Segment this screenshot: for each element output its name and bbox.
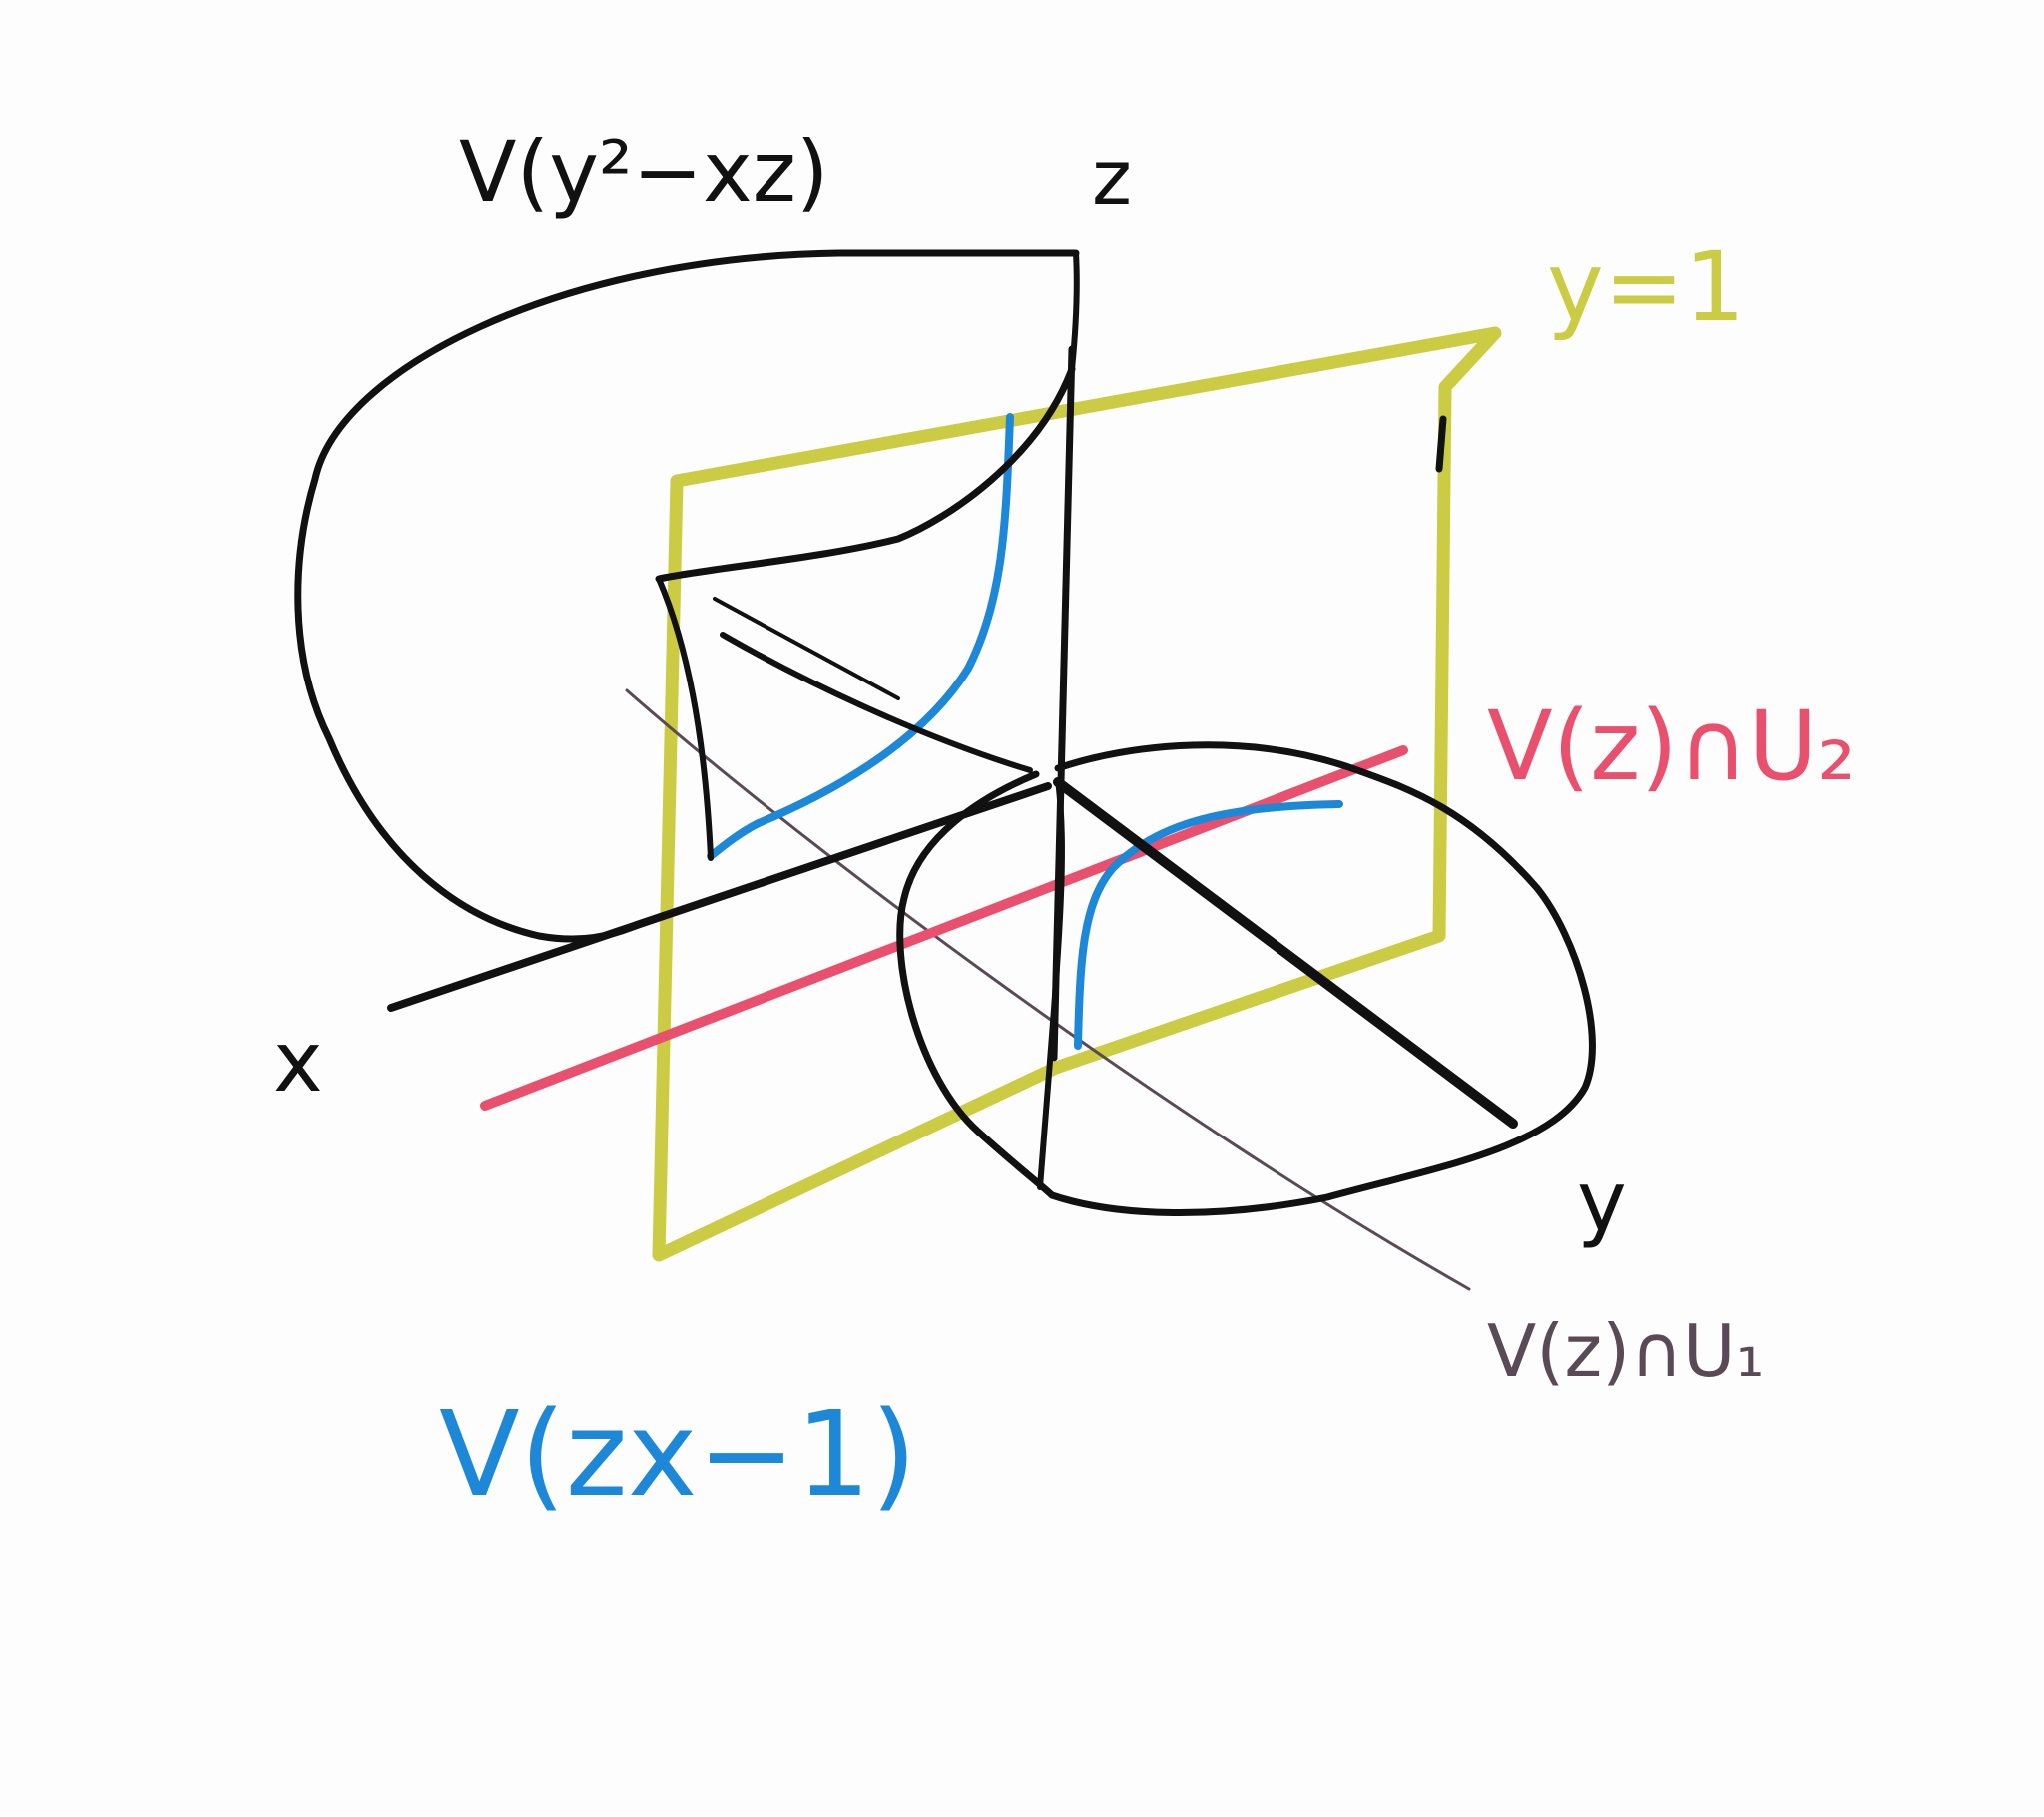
cone-lower-outline (896, 741, 1596, 1217)
x-axis-label: x (273, 1013, 323, 1111)
plane-y1 (652, 326, 1502, 1262)
thin-line-vz-u1 (625, 688, 1471, 1291)
y-axis-label: y (1577, 1152, 1627, 1250)
z-axis-line (1050, 345, 1076, 1062)
cone-upper-outline (294, 249, 1080, 943)
thin-line-label: V(z)∩U₁ (1487, 1309, 1765, 1393)
hyperbola-label: V(zx−1) (439, 1385, 917, 1523)
y-axis-line (1053, 777, 1518, 1129)
hyperbola-branch-upper (707, 413, 1014, 860)
red-line-label: V(z)∩U₂ (1487, 690, 1856, 802)
cone-upper-edge (655, 365, 1076, 583)
plane-label: y=1 (1547, 231, 1746, 343)
hyperbola-branch-lower (1074, 800, 1343, 1050)
x-axis-line (387, 782, 1052, 1012)
cone-fold-mark (713, 597, 900, 700)
plane-tick (1435, 415, 1447, 473)
cone-surface-label: V(y²−xz) (459, 123, 829, 221)
z-axis-label: z (1092, 133, 1132, 222)
